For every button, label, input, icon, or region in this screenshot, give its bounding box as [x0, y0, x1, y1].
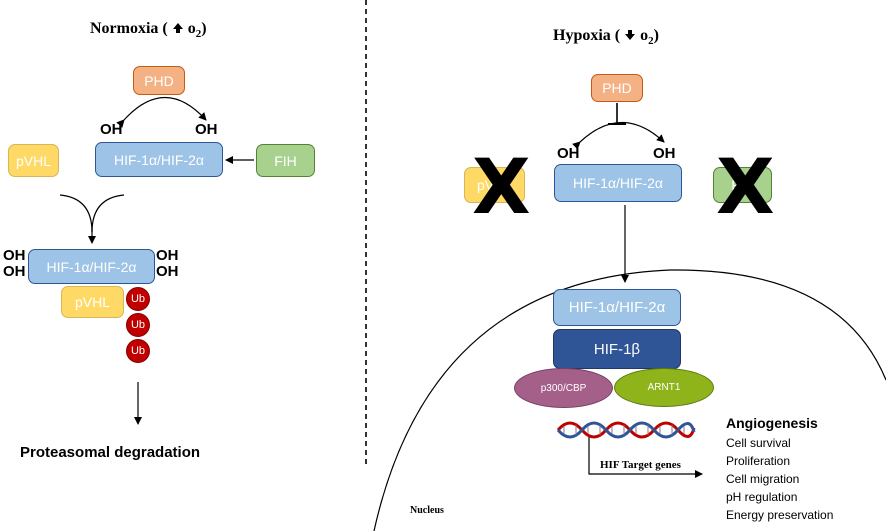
merge-bracket — [59, 194, 93, 233]
normoxia-title: Normoxia ( o2) — [90, 20, 207, 40]
complex-pvhl-label: pVHL — [74, 294, 111, 310]
normoxia-pvhl-box: pVHL — [8, 144, 59, 177]
normoxia-phd-curve-arrow — [116, 97, 207, 128]
hypoxia-oh-right: OH — [653, 145, 676, 162]
p300-cbp-label: p300/CBP — [540, 382, 587, 394]
normoxia-hif-box: HIF-1α/HIF-2α — [95, 142, 223, 177]
hypoxia-title-end: ) — [653, 27, 659, 44]
normoxia-oh-left: OH — [100, 121, 123, 138]
complex-hif-box: HIF-1α/HIF-2α — [28, 249, 155, 284]
outcome-item: Cell survival — [726, 436, 791, 450]
ubiquitin-1: Ub — [126, 287, 150, 311]
hypoxia-phd-curve-arrow — [572, 122, 665, 150]
arnt1-ellipse: ARNT1 — [614, 368, 714, 407]
complex-hif-label: HIF-1α/HIF-2α — [46, 258, 137, 275]
hif-target-genes-label: HIF Target genes — [600, 459, 681, 471]
nucleus-label: Nucleus — [410, 505, 444, 516]
normoxia-phd-box: PHD — [133, 66, 185, 95]
angiogenesis-heading: Angiogenesis — [726, 415, 818, 431]
ubiquitin-2: Ub — [126, 313, 150, 337]
complex-oh-3: OH — [156, 247, 179, 264]
arnt1-label: ARNT1 — [647, 382, 681, 393]
hypoxia-hif-label: HIF-1α/HIF-2α — [572, 175, 664, 191]
ubiquitin-3: Ub — [126, 339, 150, 363]
normoxia-hif-label: HIF-1α/HIF-2α — [113, 151, 205, 168]
hypoxia-o2-sub: 2 — [648, 35, 654, 48]
normoxia-oh-right: OH — [195, 121, 218, 138]
normoxia-o2-sub: 2 — [195, 28, 202, 41]
hypoxia-o2: o — [640, 27, 649, 44]
hif1b-box: HIF-1β — [553, 329, 681, 369]
merge-bracket-right — [91, 194, 125, 233]
dna-helix — [556, 421, 696, 439]
outcome-item: pH regulation — [726, 490, 798, 504]
nucleus-membrane — [373, 269, 886, 531]
hypoxia-title: Hypoxia ( o2) — [553, 27, 659, 47]
complex-oh-2: OH — [3, 263, 26, 280]
arrow-down-icon — [625, 30, 636, 40]
fih-box: FIH — [256, 144, 315, 177]
pvhl-blocked-x-icon: X — [472, 142, 531, 231]
hypoxia-pvhl-label: pVHL — [476, 177, 513, 193]
hypoxia-phd-box: PHD — [591, 74, 643, 102]
hypoxia-pvhl-box: pVHL — [464, 167, 525, 203]
outcome-item: Proliferation — [726, 454, 791, 468]
complex-oh-4: OH — [156, 263, 179, 280]
hypoxia-hif-box: HIF-1α/HIF-2α — [554, 164, 682, 202]
arrow-up-icon — [172, 23, 183, 33]
outcome-item: Energy preservation — [726, 508, 834, 522]
fih-label: FIH — [274, 152, 297, 169]
target-genes-arrow — [588, 436, 703, 478]
normoxia-title-end: ) — [201, 20, 207, 37]
hypoxia-phd-label: PHD — [602, 80, 632, 96]
hypoxia-title-text: Hypoxia ( — [553, 27, 621, 44]
complex-pvhl-box: pVHL — [61, 286, 124, 318]
normoxia-pvhl-label: pVHL — [15, 152, 52, 169]
normoxia-o2: o — [187, 20, 196, 37]
proteasomal-degradation-label: Proteasomal degradation — [20, 444, 201, 461]
nuclear-hif-label: HIF-1α/HIF-2α — [568, 299, 666, 316]
normoxia-title-text: Normoxia ( — [90, 20, 168, 37]
hypoxia-oh-left: OH — [557, 145, 580, 162]
nuclear-hif-box: HIF-1α/HIF-2α — [553, 289, 681, 326]
outcome-item: Cell migration — [726, 472, 800, 486]
complex-oh-1: OH — [3, 247, 26, 264]
fih-blocked-x-icon: X — [716, 142, 775, 231]
p300-cbp-ellipse: p300/CBP — [514, 368, 613, 408]
hif1b-label: HIF-1β — [593, 340, 641, 358]
normoxia-phd-label: PHD — [144, 72, 174, 89]
hypoxia-fih-label: FIH — [731, 177, 754, 193]
hypoxia-fih-box: FIH — [713, 167, 772, 203]
